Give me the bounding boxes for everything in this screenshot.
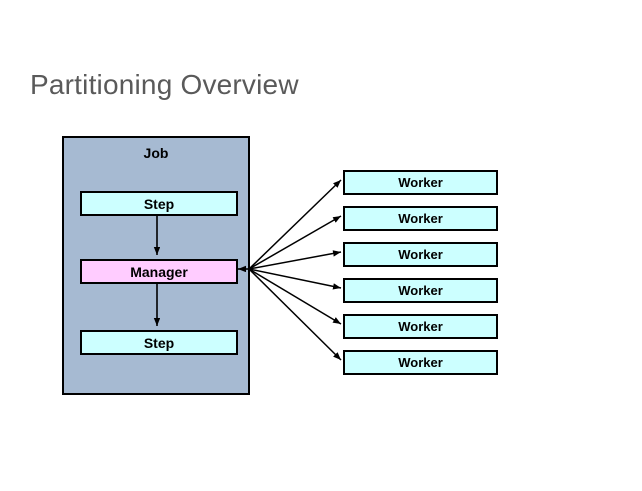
arrow-manager-to-worker-4 bbox=[248, 268, 342, 290]
worker-box[interactable]: Worker bbox=[343, 170, 498, 195]
worker-box[interactable]: Worker bbox=[343, 206, 498, 231]
worker-box[interactable]: Worker bbox=[343, 350, 498, 375]
worker-box[interactable]: Worker bbox=[343, 278, 498, 303]
step-box-top[interactable]: Step bbox=[80, 191, 238, 216]
page-title: Partitioning Overview bbox=[30, 69, 299, 100]
manager-box[interactable]: Manager bbox=[80, 259, 238, 284]
arrow-manager-to-worker-2 bbox=[248, 215, 342, 270]
job-label: Job bbox=[143, 145, 169, 161]
worker-box-label: Worker bbox=[398, 247, 443, 262]
step-box-top-label: Step bbox=[143, 195, 175, 212]
worker-box[interactable]: Worker bbox=[343, 314, 498, 339]
step-box-bottom-label: Step bbox=[143, 334, 175, 351]
worker-box-label: Worker bbox=[398, 355, 443, 370]
arrow-manager-to-worker-3 bbox=[248, 250, 342, 270]
step-box-bottom[interactable]: Step bbox=[80, 330, 238, 355]
worker-box-label: Worker bbox=[398, 175, 443, 190]
arrow-manager-to-worker-5 bbox=[248, 268, 342, 325]
manager-box-label: Manager bbox=[130, 263, 188, 280]
job-container: Job Step Manager Step bbox=[62, 136, 250, 395]
worker-box-label: Worker bbox=[398, 283, 443, 298]
worker-box[interactable]: Worker bbox=[343, 242, 498, 267]
worker-box-label: Worker bbox=[398, 319, 443, 334]
arrow-manager-to-worker-1 bbox=[248, 179, 342, 270]
arrow-manager-to-worker-6 bbox=[248, 268, 342, 361]
worker-box-label: Worker bbox=[398, 211, 443, 226]
